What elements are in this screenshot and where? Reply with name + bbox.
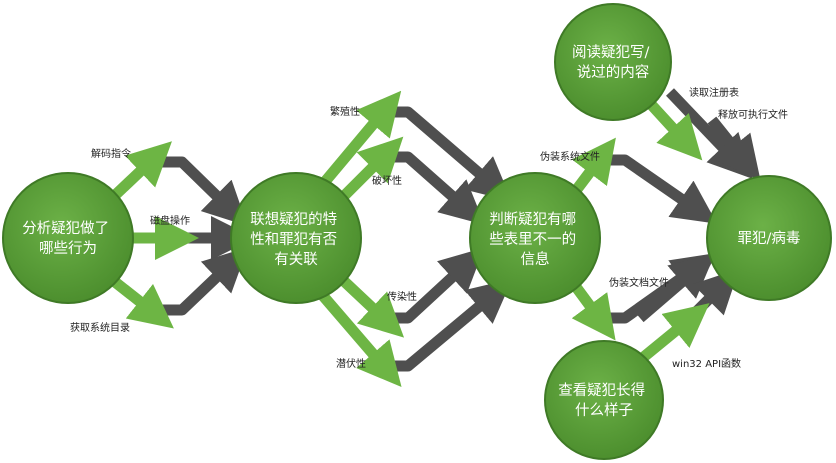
node-read-line-1: 阅读疑犯写/ xyxy=(572,44,649,61)
svg-text:联想疑犯的特 性和罪犯有否: 联想疑犯的特 性和罪犯有否 有关联 xyxy=(250,211,342,268)
node-look: 查看疑犯长得 什么样子 xyxy=(544,340,664,460)
node-analyze-line-2: 哪些行为 xyxy=(39,240,97,257)
label-latent: 潜伏性 xyxy=(336,357,366,370)
label-dir: 获取系统目录 xyxy=(70,321,130,334)
label-fake-doc: 伪装文档文件 xyxy=(609,276,669,289)
label-exe: 释放可执行文件 xyxy=(718,108,788,121)
arrow-latent-dark xyxy=(385,278,513,372)
label-registry: 读取注册表 xyxy=(689,86,739,99)
node-criminal: 罪犯/病毒 xyxy=(706,175,832,301)
arrow-api-dark xyxy=(684,268,740,324)
node-judge-line-3: 信息 xyxy=(521,251,550,268)
svg-text:查看疑犯长得 什么样子: 查看疑犯长得 什么样子 xyxy=(558,382,650,419)
label-decode: 解码指令 xyxy=(91,147,131,160)
svg-text:阅读疑犯写/ 说过的内容: 阅读疑犯写/ 说过的内容 xyxy=(572,44,654,81)
arrow-fakefile-dark xyxy=(598,154,718,224)
arrow-breed-green xyxy=(313,90,402,194)
node-analyze: 分析疑犯做了 哪些行为 xyxy=(2,172,134,304)
arrow-look-dark xyxy=(636,253,716,323)
svg-text:判断疑犯有哪 些表里不一的: 判断疑犯有哪 些表里不一的 信息 xyxy=(489,211,581,268)
node-read-line-2: 说过的内容 xyxy=(577,64,650,81)
arrow-decode-dark xyxy=(152,156,248,227)
label-breed: 繁殖性 xyxy=(330,105,360,118)
label-destroy: 破坏性 xyxy=(372,174,402,187)
node-analyze-line-1: 分析疑犯做了 xyxy=(22,220,109,237)
svg-text:分析疑犯做了 哪些行为: 分析疑犯做了 哪些行为 xyxy=(22,220,114,257)
arrow-api-green xyxy=(636,303,710,365)
node-look-line-1: 查看疑犯长得 xyxy=(558,382,645,399)
node-judge-line-2: 些表里不一的 xyxy=(489,231,576,248)
arrow-exe-dark xyxy=(707,116,761,181)
node-associate-line-3: 有关联 xyxy=(274,251,318,268)
node-criminal-line-1: 罪犯/病毒 xyxy=(738,230,801,247)
arrow-breed-dark xyxy=(385,106,513,202)
arrow-dir-dark xyxy=(152,247,248,316)
node-judge: 判断疑犯有哪 些表里不一的 信息 xyxy=(469,172,601,304)
node-associate-line-1: 联想疑犯的特 xyxy=(250,211,337,228)
label-disk: 磁盘操作 xyxy=(150,214,190,227)
node-associate: 联想疑犯的特 性和罪犯有否 有关联 xyxy=(230,172,362,304)
node-read: 阅读疑犯写/ 说过的内容 xyxy=(554,3,672,121)
label-infect: 传染性 xyxy=(387,290,417,303)
svg-text:罪犯/病毒: 罪犯/病毒 xyxy=(738,230,801,247)
arrow-dir-green xyxy=(106,273,174,329)
node-look-line-2: 什么样子 xyxy=(575,402,633,419)
node-judge-line-1: 判断疑犯有哪 xyxy=(489,211,576,228)
node-associate-line-2: 性和罪犯有否 xyxy=(250,231,337,248)
label-api: win32 API函数 xyxy=(672,357,741,370)
label-fake-file: 伪装系统文件 xyxy=(540,150,600,163)
arrow-latent-green xyxy=(313,286,402,388)
